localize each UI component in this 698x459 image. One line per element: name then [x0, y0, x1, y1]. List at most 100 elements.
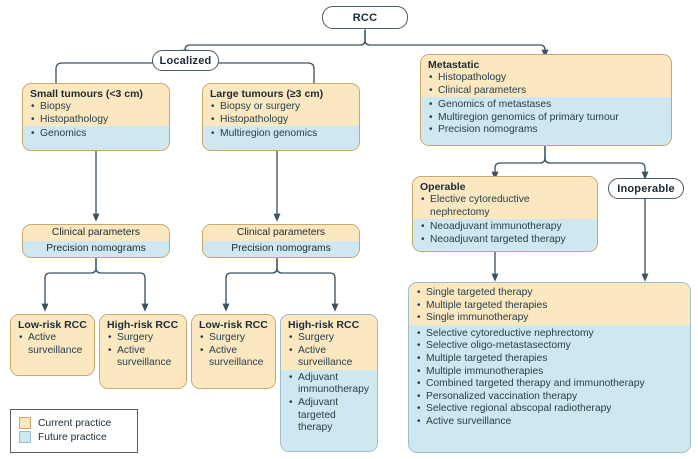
segment-current: Small tumours (<3 cm) Biopsy Histopathol… [23, 84, 169, 127]
segment-current: Operable Elective cytoreductive nephrect… [413, 177, 597, 220]
list-item: Genomics of metastases [421, 99, 671, 112]
legend-swatch-current-practice [19, 417, 31, 429]
list-item: Adjuvant targeted therapy [281, 397, 377, 435]
box-nomograms-right[interactable]: Clinical parameters Precision nomograms [202, 224, 360, 258]
box-header: Small tumours (<3 cm) [30, 88, 143, 100]
segment-current: High-risk RCC Surgery Active surveillanc… [100, 315, 186, 388]
box-high-risk-large[interactable]: High-risk RCC Surgery Active surveillanc… [280, 314, 378, 452]
list-item: Elective cytoreductive nephrectomy [413, 194, 597, 219]
box-header: Low-risk RCC [18, 319, 87, 331]
list-item: Histopathology [23, 114, 169, 127]
list-item: Histopathology [421, 72, 671, 85]
box-header: High-risk RCC [288, 319, 360, 331]
current-items: Active surveillance [11, 332, 94, 357]
future-items: Genomics [23, 128, 169, 141]
list-item: Combined targeted therapy and immunother… [409, 378, 690, 391]
list-item: Active surveillance [409, 416, 690, 429]
future-items: Neoadjuvant immunotherapy Neoadjuvant ta… [413, 221, 597, 246]
legend-item-future: Future practice [19, 431, 129, 443]
list-item: Precision nomograms [421, 124, 671, 137]
list-item: Selective regional abscopal radiotherapy [409, 403, 690, 416]
box-operable[interactable]: Operable Elective cytoreductive nephrect… [412, 176, 598, 252]
list-item: Single targeted therapy [409, 287, 690, 300]
legend-swatch-future-practice [19, 431, 31, 443]
segment-future: Multiregion genomics [203, 126, 359, 150]
current-items: Surgery Active surveillance [100, 332, 186, 370]
list-item: Genomics [23, 128, 169, 141]
box-nomograms-left[interactable]: Clinical parameters Precision nomograms [22, 224, 170, 258]
list-item: Multiregion genomics of primary tumour [421, 112, 671, 125]
node-inoperable-label: Inoperable [617, 182, 675, 195]
list-item: Neoadjuvant immunotherapy [413, 221, 597, 234]
list-item: Active surveillance [100, 345, 186, 370]
box-header: Metastatic [428, 59, 480, 71]
legend-label: Current practice [38, 417, 112, 429]
list-item: Adjuvant immunotherapy [281, 372, 377, 397]
list-item: Active surveillance [281, 345, 377, 370]
legend-item-current: Current practice [19, 417, 129, 429]
box-high-risk-small[interactable]: High-risk RCC Surgery Active surveillanc… [99, 314, 187, 389]
box-metastatic-treatments[interactable]: Single targeted therapy Multiple targete… [408, 282, 691, 453]
future-items: Selective cytoreductive nephrectomy Sele… [409, 328, 690, 429]
box-small-tumours[interactable]: Small tumours (<3 cm) Biopsy Histopathol… [22, 83, 170, 151]
current-items: Biopsy Histopathology [23, 101, 169, 126]
current-line: Clinical parameters [203, 225, 359, 241]
current-items: Histopathology Clinical parameters [421, 72, 671, 97]
list-item: Neoadjuvant targeted therapy [413, 234, 597, 247]
list-item: Personalized vaccination therapy [409, 391, 690, 404]
future-items: Multiregion genomics [203, 128, 359, 141]
segment-future: Genomics [23, 126, 169, 150]
segment-future: Neoadjuvant immunotherapy Neoadjuvant ta… [413, 219, 597, 251]
list-item: Biopsy or surgery [203, 101, 359, 114]
box-header: Low-risk RCC [199, 319, 268, 331]
current-items: Surgery Active surveillance [192, 332, 275, 370]
segment-current: Large tumours (≥3 cm) Biopsy or surgery … [203, 84, 359, 127]
box-header: Large tumours (≥3 cm) [210, 88, 324, 100]
list-item: Selective cytoreductive nephrectomy [409, 328, 690, 341]
node-localized[interactable]: Localized [152, 50, 219, 71]
list-item: Multiple immunotherapies [409, 366, 690, 379]
segment-future: Selective cytoreductive nephrectomy Sele… [409, 324, 690, 452]
current-line: Clinical parameters [23, 225, 169, 241]
segment-current: High-risk RCC Surgery Active surveillanc… [281, 315, 377, 370]
list-item: Surgery [100, 332, 186, 345]
node-inoperable[interactable]: Inoperable [608, 178, 684, 199]
box-large-tumours[interactable]: Large tumours (≥3 cm) Biopsy or surgery … [202, 83, 360, 151]
list-item: Histopathology [203, 114, 359, 127]
list-item: Multiple targeted therapies [409, 300, 690, 313]
future-line: Precision nomograms [203, 241, 359, 257]
box-metastatic[interactable]: Metastatic Histopathology Clinical param… [420, 54, 672, 146]
segment-future: Genomics of metastases Multiregion genom… [421, 97, 671, 145]
box-low-risk-small[interactable]: Low-risk RCC Active surveillance [10, 314, 95, 376]
segment-current: Low-risk RCC Surgery Active surveillance [192, 315, 275, 388]
list-item: Biopsy [23, 101, 169, 114]
future-items: Genomics of metastases Multiregion genom… [421, 99, 671, 137]
segment-current: Low-risk RCC Active surveillance [11, 315, 94, 375]
list-item: Clinical parameters [421, 85, 671, 98]
current-items: Surgery Active surveillance [281, 332, 377, 370]
segment-future: Adjuvant immunotherapy Adjuvant targeted… [281, 369, 377, 451]
list-item: Surgery [281, 332, 377, 345]
list-item: Selective oligo-metastasectomy [409, 340, 690, 353]
list-item: Surgery [192, 332, 275, 345]
box-header: Operable [420, 181, 466, 193]
list-item: Single immunotherapy [409, 312, 690, 325]
future-line: Precision nomograms [23, 241, 169, 257]
list-item: Active surveillance [11, 332, 94, 357]
current-items: Elective cytoreductive nephrectomy [413, 194, 597, 219]
legend-label: Future practice [38, 431, 107, 443]
legend: Current practice Future practice [10, 409, 138, 453]
list-item: Active surveillance [192, 345, 275, 370]
node-rcc-label: RCC [352, 11, 378, 24]
box-header: High-risk RCC [107, 319, 179, 331]
future-items: Adjuvant immunotherapy Adjuvant targeted… [281, 372, 377, 435]
list-item: Multiple targeted therapies [409, 353, 690, 366]
list-item: Multiregion genomics [203, 128, 359, 141]
current-items: Biopsy or surgery Histopathology [203, 101, 359, 126]
segment-current: Single targeted therapy Multiple targete… [409, 283, 690, 325]
box-low-risk-large[interactable]: Low-risk RCC Surgery Active surveillance [191, 314, 276, 389]
node-localized-label: Localized [159, 54, 212, 67]
node-rcc[interactable]: RCC [322, 6, 408, 29]
current-items: Single targeted therapy Multiple targete… [409, 287, 690, 325]
